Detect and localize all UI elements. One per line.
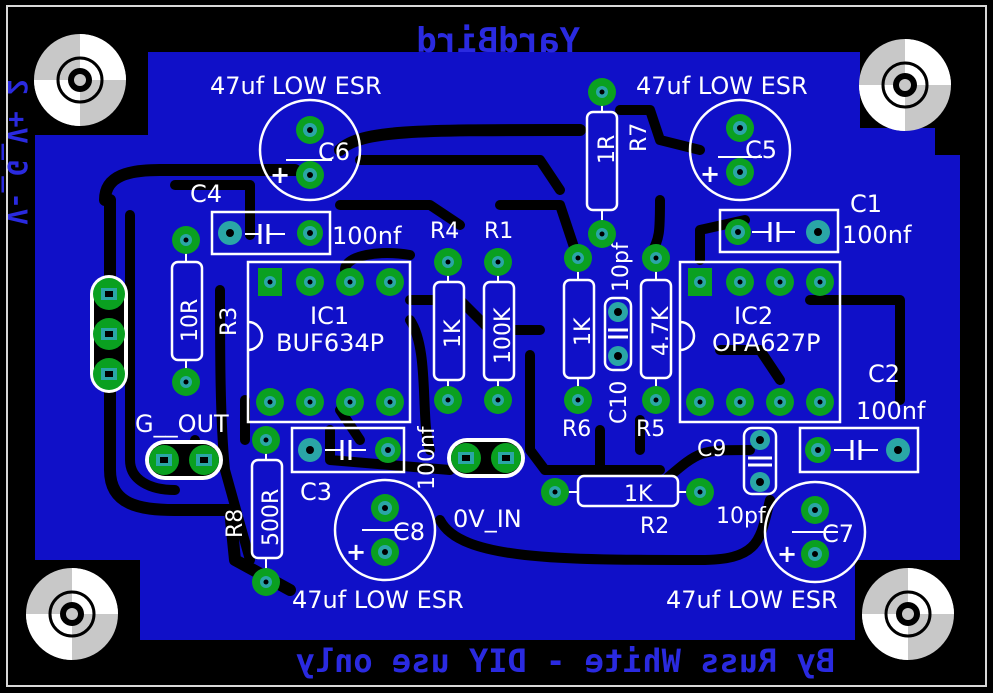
- resistor-r4: 1K: [432, 248, 466, 414]
- cap-c3-ref: C3: [300, 478, 332, 506]
- cap-c4-ref: C4: [190, 180, 222, 208]
- cap-c8-value: 47uf LOW ESR: [292, 586, 464, 614]
- cap-c4-value: 100nf: [332, 222, 402, 250]
- cap-c5-value: 47uf LOW ESR: [636, 72, 808, 100]
- svg-text:+: +: [270, 161, 290, 189]
- input-connector-label: 0V_IN: [453, 505, 522, 533]
- resistor-r2-value: 1K: [624, 482, 653, 507]
- input-connector: [447, 438, 525, 478]
- resistor-r5-value: 4.7K: [649, 306, 674, 356]
- cap-c6-value: 47uf LOW ESR: [210, 72, 382, 100]
- ic1-ref: IC1: [310, 302, 349, 330]
- cap-c6: + C6: [258, 98, 362, 202]
- cap-c8-ref: C8: [393, 518, 425, 546]
- ic1-part: BUF634P: [276, 329, 384, 357]
- resistor-r6-ref: R6: [562, 417, 591, 442]
- mounting-holes: [26, 34, 954, 660]
- resistor-r2-ref: R2: [640, 514, 669, 539]
- resistor-r3-ref: R3: [217, 307, 242, 336]
- cap-c3: [290, 426, 406, 474]
- cap-c10: [603, 296, 633, 372]
- output-connector-label: G__OUT: [135, 410, 229, 438]
- cap-c10-value: 10pf: [609, 241, 634, 292]
- resistor-r8: 500R: [250, 426, 284, 596]
- cap-c3-value: 100nf: [415, 425, 440, 490]
- footer-mirrored-label: By Russ White - DIY use only: [296, 642, 835, 680]
- cap-c5-ref: C5: [745, 136, 777, 164]
- resistor-r3: 10R: [170, 226, 204, 396]
- power-connector: [90, 275, 128, 393]
- resistor-r7: 1R: [585, 78, 620, 248]
- cap-c7-ref: C7: [822, 520, 854, 548]
- resistor-r8-value: 500R: [259, 489, 284, 546]
- cap-c7: + C7: [763, 480, 867, 584]
- cap-c2-ref: C2: [868, 360, 900, 388]
- resistor-r1: 100K: [482, 248, 516, 414]
- resistor-r1-ref: R1: [484, 219, 513, 244]
- cap-c2: [798, 426, 920, 474]
- cap-c9-value: 10pf: [716, 504, 767, 529]
- cap-c5: + C5: [688, 98, 792, 202]
- ic2-ref: IC2: [734, 302, 773, 330]
- side-mirrored-label: V-_G_V+ 2: [1, 79, 32, 225]
- ic2-part: OPA627P: [712, 329, 821, 357]
- svg-text:+: +: [346, 538, 366, 566]
- traces: [99, 105, 905, 596]
- resistor-r4-ref: R4: [430, 219, 459, 244]
- resistor-r8-ref: R8: [223, 509, 248, 538]
- resistor-r5-ref: R5: [636, 417, 665, 442]
- cap-c10-ref: C10: [607, 381, 632, 424]
- cap-c4: [210, 210, 332, 256]
- cap-c7-value: 47uf LOW ESR: [666, 586, 838, 614]
- resistor-r3-value: 10R: [178, 299, 203, 342]
- ic1-chip: [246, 260, 412, 424]
- ic2-chip: [678, 260, 842, 424]
- cap-c9: [742, 426, 778, 496]
- board-outline: [6, 5, 987, 687]
- resistor-r2: 1K: [541, 474, 714, 508]
- header-mirrored-label: YardBird: [416, 21, 580, 61]
- resistor-r1-value: 100K: [491, 307, 516, 364]
- resistor-r6-value: 1K: [571, 317, 596, 346]
- resistor-r6: 1K: [562, 244, 596, 414]
- cap-c9-ref: C9: [697, 437, 726, 462]
- cap-c1-ref: C1: [850, 190, 882, 218]
- resistor-r7-value: 1R: [595, 135, 620, 164]
- svg-text:+: +: [700, 160, 720, 188]
- cap-c6-ref: C6: [318, 138, 350, 166]
- output-connector: [145, 440, 223, 480]
- cap-c1-value: 100nf: [842, 221, 912, 249]
- resistor-r4-value: 1K: [441, 319, 466, 348]
- svg-text:+: +: [777, 540, 797, 568]
- cap-c1: [718, 208, 840, 254]
- cap-c8: + C8: [333, 478, 437, 582]
- resistor-r7-ref: R7: [627, 123, 652, 152]
- cap-c2-value: 100nf: [856, 397, 926, 425]
- resistor-r5: 4.7K: [639, 244, 674, 414]
